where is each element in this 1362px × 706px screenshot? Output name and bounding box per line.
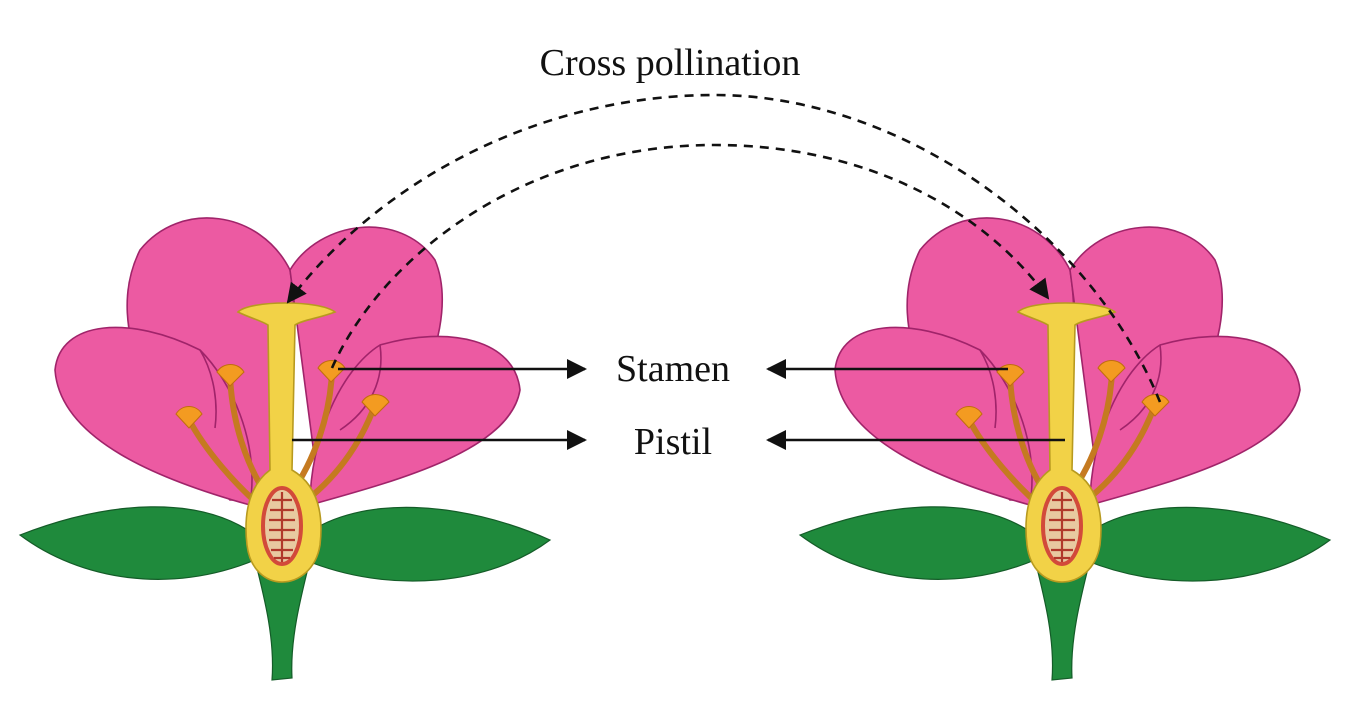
stamen-label: Stamen — [616, 348, 730, 390]
flower-right — [800, 218, 1330, 680]
flower-left — [20, 218, 550, 680]
diagram-title: Cross pollination — [539, 42, 801, 84]
pollination-arc-inner — [330, 143, 1050, 369]
pistil-label: Pistil — [633, 421, 713, 463]
